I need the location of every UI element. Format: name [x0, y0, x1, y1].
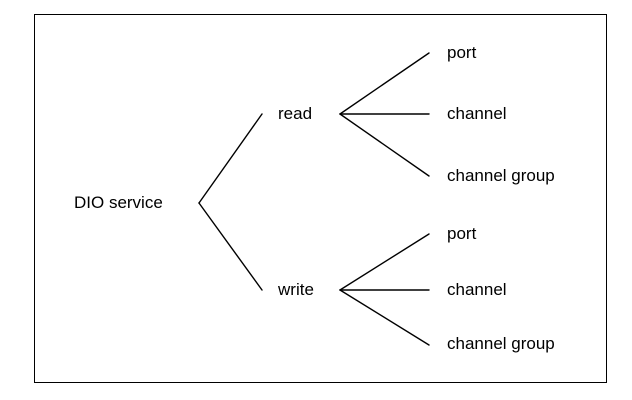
connector-write-port: [339, 233, 430, 291]
branch-write-label: write: [278, 280, 314, 299]
write-leaf-channel-label: channel: [447, 280, 507, 299]
connector-root-write: [198, 202, 263, 291]
branch-read-label: read: [278, 104, 313, 123]
read-leaf-channel-label: channel: [447, 104, 507, 123]
connector-root-read: [198, 113, 263, 204]
root-node-label: DIO service: [74, 193, 163, 212]
connector-write-channel-group: [339, 289, 430, 346]
connector-read-port: [339, 52, 430, 115]
diagram-frame: [34, 14, 607, 383]
write-leaf-port-label: port: [447, 224, 477, 243]
connector-read-channel-group: [339, 113, 430, 177]
write-leaf-channel-group-label: channel group: [447, 334, 555, 353]
read-leaf-channel-group-label: channel group: [447, 166, 555, 185]
read-leaf-port-label: port: [447, 43, 477, 62]
